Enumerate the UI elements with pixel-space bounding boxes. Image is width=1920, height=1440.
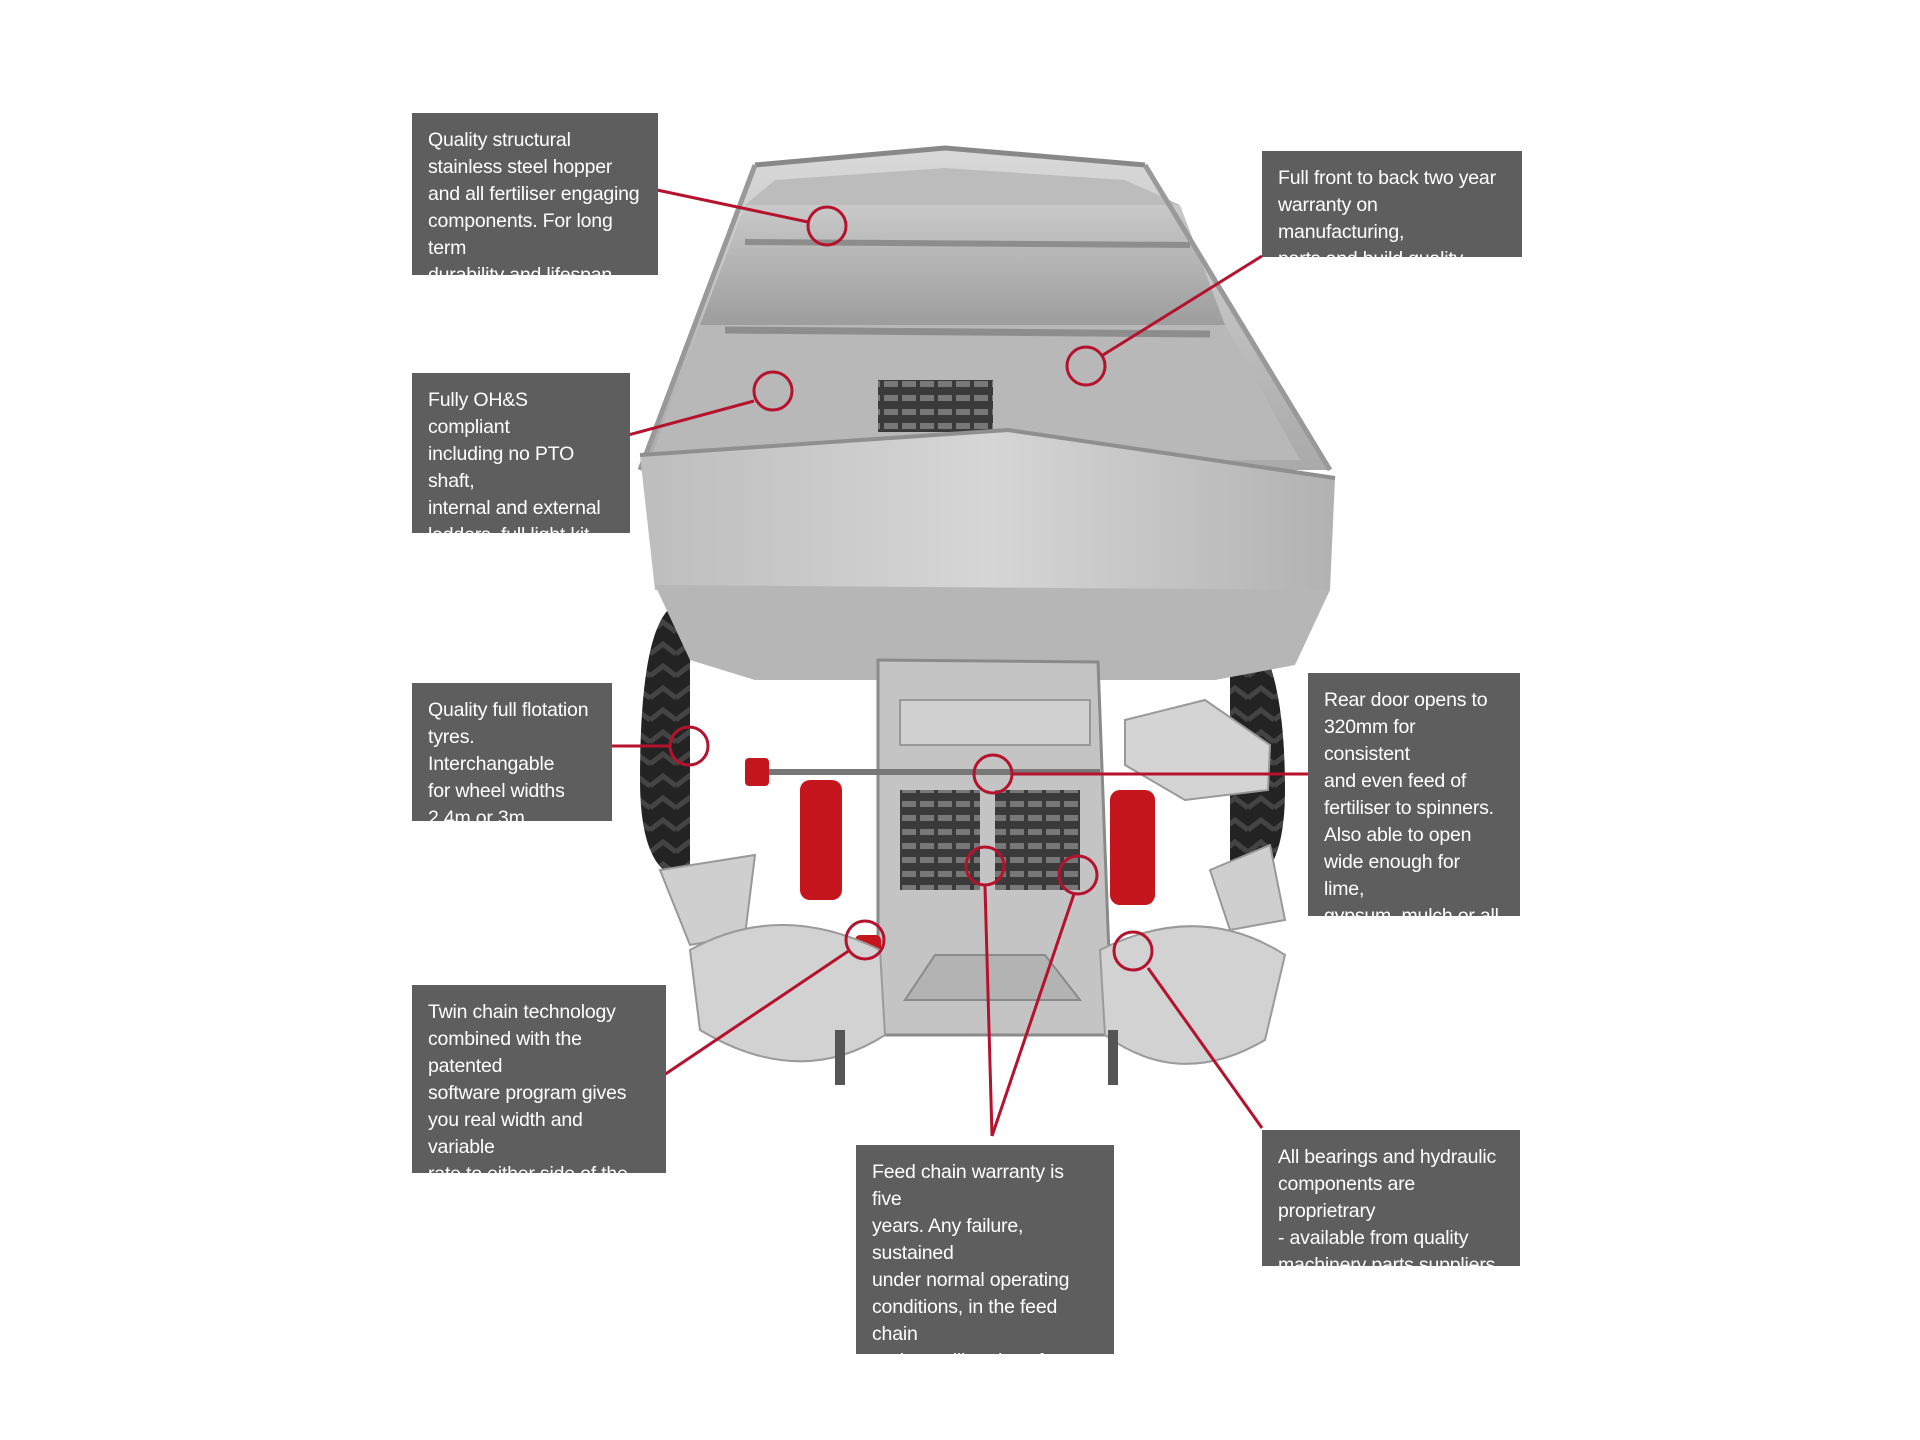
twin-chain-marker (844, 919, 886, 961)
callout-feed-chain: Feed chain warranty is five years. Any f… (856, 1145, 1114, 1426)
feed-chain-marker-1 (964, 845, 1006, 887)
callout-hopper: Quality structural stainless steel hoppe… (412, 113, 658, 286)
hopper-marker (806, 205, 848, 247)
callout-bearings: All bearings and hydraulic components ar… (1262, 1130, 1520, 1276)
feed-chain-marker-2 (1057, 854, 1099, 896)
ohs-marker (752, 370, 794, 412)
callout-ohs: Fully OH&S compliant including no PTO sh… (412, 373, 630, 573)
tyres-marker (668, 725, 710, 767)
warranty-marker (1065, 345, 1107, 387)
left-hydraulic-motor (800, 780, 842, 900)
right-hydraulic-motor (1110, 790, 1155, 905)
callout-warranty: Full front to back two year warranty on … (1262, 151, 1522, 270)
bearings-marker (1112, 930, 1154, 972)
callout-rear-door: Rear door opens to 320mm for consistent … (1308, 673, 1520, 954)
callout-twin-chain: Twin chain technology combined with the … (412, 985, 666, 1212)
rear-door-marker (972, 753, 1014, 795)
callout-tyres: Quality full flotation tyres. Interchang… (412, 683, 612, 829)
